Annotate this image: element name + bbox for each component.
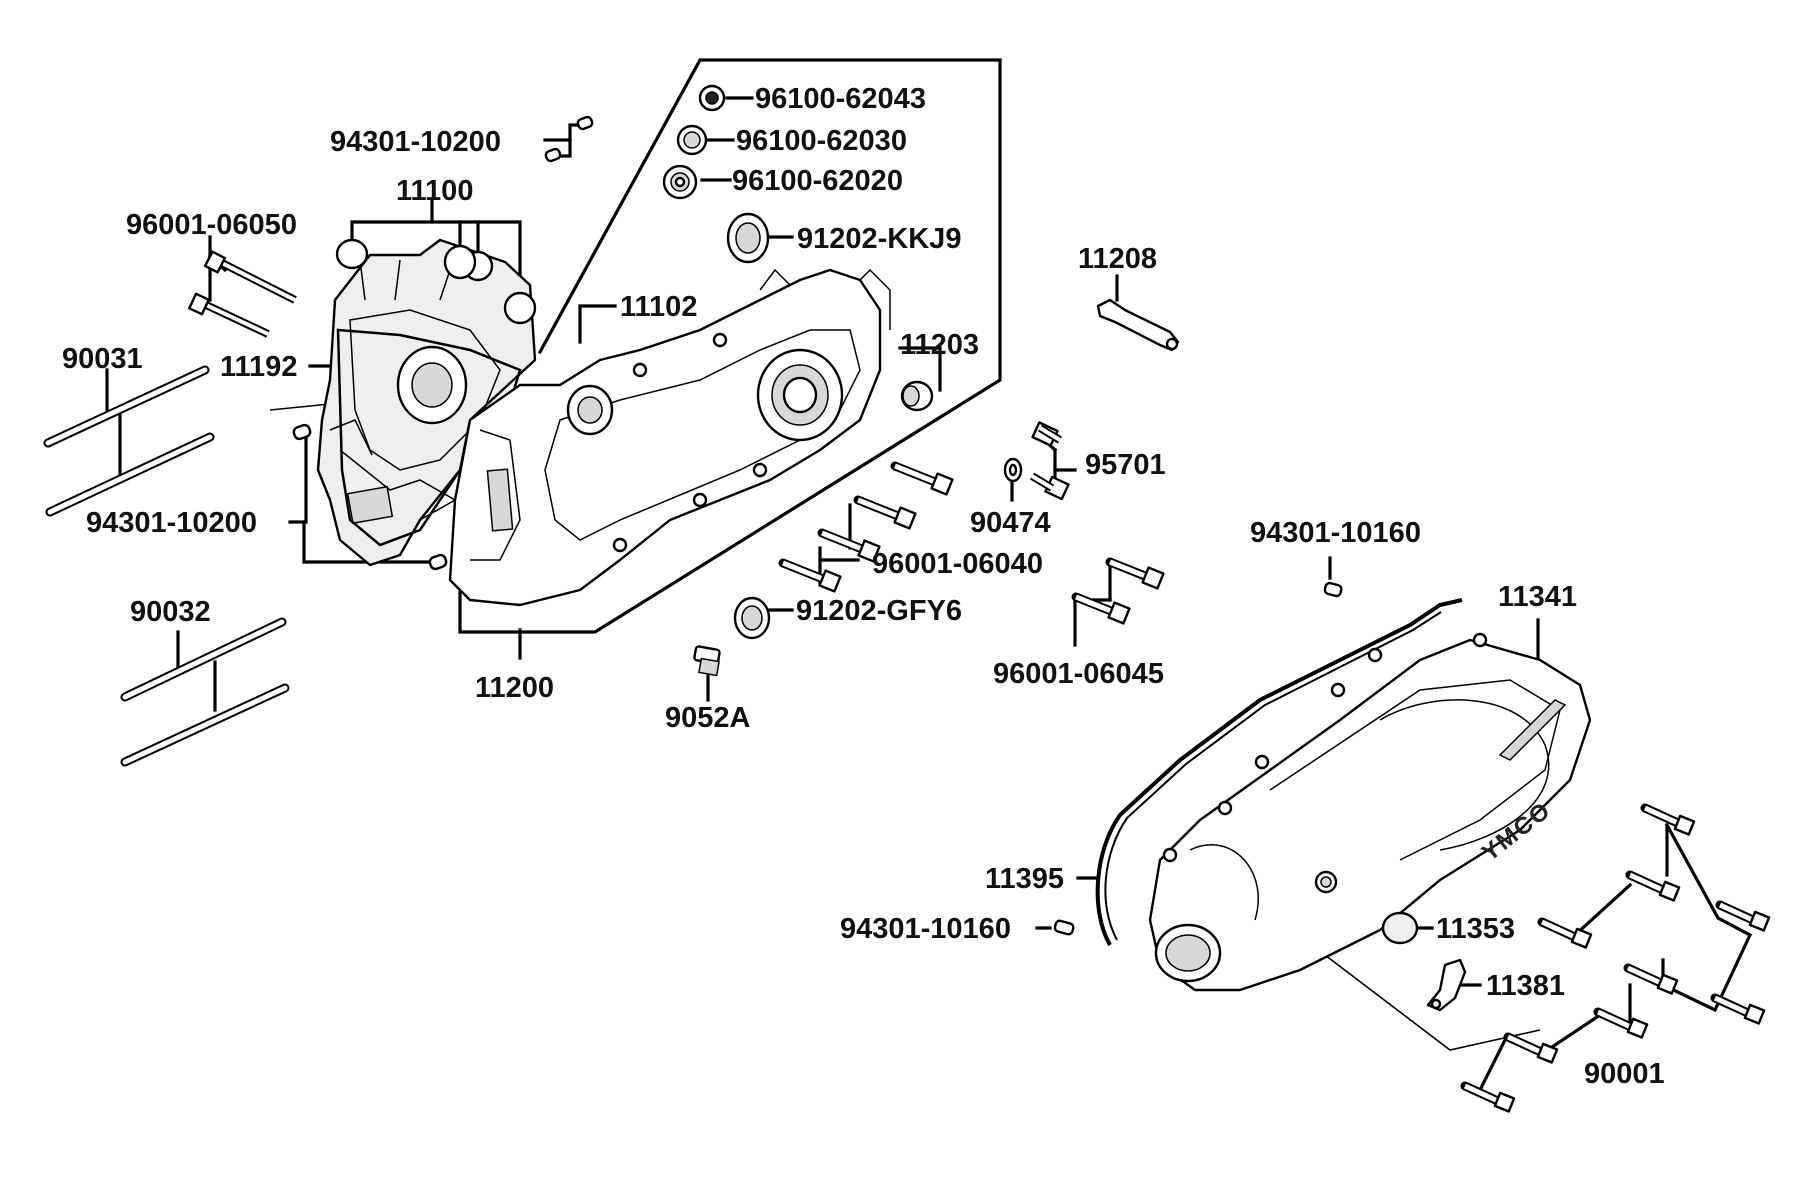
- bolts-95701: [1029, 421, 1070, 501]
- dowel-pin-94301-10200-left: [292, 423, 448, 571]
- oil-seal-91202-gfy6: [733, 596, 771, 640]
- bracket-11208: [1096, 298, 1180, 352]
- parts: YMCO: [43, 84, 1771, 1113]
- label-90474: 90474: [970, 507, 1051, 539]
- label-11200: 11200: [475, 672, 554, 704]
- dowel-pin-94301-10200-top: [544, 115, 594, 163]
- label-96001-06045: 96001-06045: [993, 658, 1164, 690]
- dowel-pin-94301-10160-bottom: [1053, 919, 1075, 936]
- label-94301-10160-top: 94301-10160: [1250, 517, 1421, 549]
- label-11102: 11102: [620, 291, 697, 323]
- label-90032: 90032: [130, 596, 211, 628]
- dowel-11203: [900, 380, 934, 412]
- part-labels: 96100-62043 96100-62030 96100-62020 9430…: [62, 83, 1665, 1090]
- bolts-96001-06040: [778, 461, 954, 593]
- label-90031: 90031: [62, 343, 143, 375]
- label-96001-06050: 96001-06050: [126, 209, 297, 241]
- bolts-90001: [1460, 803, 1771, 1113]
- label-11192: 11192: [220, 351, 297, 383]
- label-95701: 95701: [1085, 449, 1166, 481]
- studs-90031: [43, 365, 215, 517]
- label-11395: 11395: [985, 863, 1064, 895]
- label-96001-06040: 96001-06040: [872, 548, 1043, 580]
- bearing-96100-62030: [676, 124, 708, 156]
- bolts-96001-06050: [188, 250, 297, 338]
- label-11100: 11100: [396, 175, 473, 207]
- label-11381: 11381: [1486, 970, 1565, 1002]
- label-94301-10200-top: 94301-10200: [330, 126, 501, 158]
- label-91202-kkj9: 91202-KKJ9: [797, 223, 961, 255]
- label-90001: 90001: [1584, 1058, 1665, 1090]
- cover-11341: YMCO: [1148, 632, 1592, 992]
- clip-11381: [1426, 958, 1467, 1012]
- label-9052a: 9052A: [665, 702, 751, 734]
- oil-seal-91202-kkj9: [726, 212, 770, 264]
- drain-bolt-9052a: [693, 645, 721, 677]
- label-91202-gfy6: 91202-GFY6: [796, 595, 962, 627]
- label-11353: 11353: [1436, 913, 1515, 945]
- label-11208: 11208: [1078, 243, 1157, 275]
- gasket-11395: [1095, 598, 1463, 946]
- label-11341: 11341: [1498, 581, 1577, 613]
- cap-11353: [1381, 911, 1419, 945]
- label-96100-62030: 96100-62030: [736, 125, 907, 157]
- dowel-pin-94301-10160-top: [1323, 581, 1343, 598]
- bolts-96001-06045: [1071, 557, 1165, 625]
- label-94301-10200-left: 94301-10200: [86, 507, 257, 539]
- bearing-96100-62020: [662, 164, 698, 200]
- washer-90474: [1003, 457, 1023, 483]
- label-96100-62020: 96100-62020: [732, 165, 903, 197]
- bearing-96100-62043: [698, 84, 726, 112]
- label-11203: 11203: [900, 329, 979, 361]
- crankcase-left-11100: [316, 238, 537, 567]
- studs-90032: [120, 617, 290, 767]
- crankcase-right-11200: [448, 268, 891, 607]
- label-94301-10160-bottom: 94301-10160: [840, 913, 1011, 945]
- label-96100-62043: 96100-62043: [755, 83, 926, 115]
